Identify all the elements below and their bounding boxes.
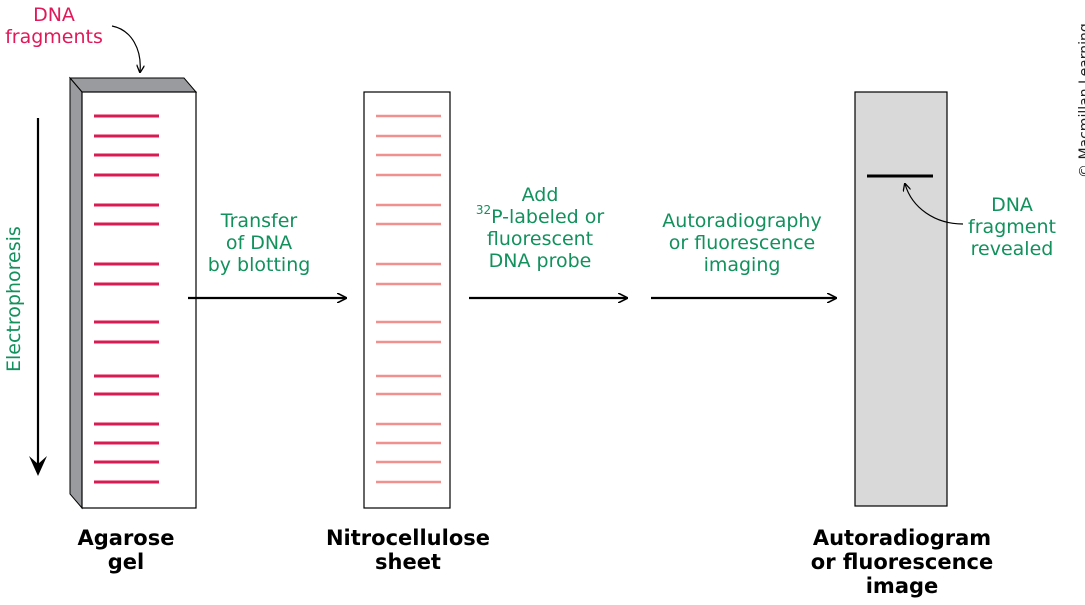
probe-label: Add 32P-labeled or fluorescent DNA probe [475, 184, 605, 272]
copyright-notice: © Macmillan Learning [1077, 23, 1085, 178]
electrophoresis-label: Electrophoresis [3, 226, 25, 372]
dna-fragments-label: DNA fragments [5, 4, 103, 48]
fragment-revealed-label: DNA fragment revealed [968, 194, 1056, 260]
electrophoresis-arrowhead [29, 456, 47, 476]
sheet-bands [376, 114, 441, 484]
fragments-pointer [111, 25, 140, 72]
autoradiography-label: Autoradiography or fluorescence imaging [662, 210, 822, 276]
autoradiogram-panel [854, 91, 948, 507]
revealed-pointer [905, 184, 964, 225]
nitrocellulose-caption: Nitrocellulose sheet [325, 526, 490, 574]
gel-bands [94, 114, 159, 484]
agarose-gel [68, 76, 198, 510]
agarose-gel-caption: Agarose gel [77, 526, 175, 574]
autoradiogram-caption: Autoradiogram or fluorescence image [810, 526, 994, 598]
transfer-label: Transfer of DNA by blotting [207, 210, 311, 276]
nitrocellulose-sheet [363, 91, 451, 509]
